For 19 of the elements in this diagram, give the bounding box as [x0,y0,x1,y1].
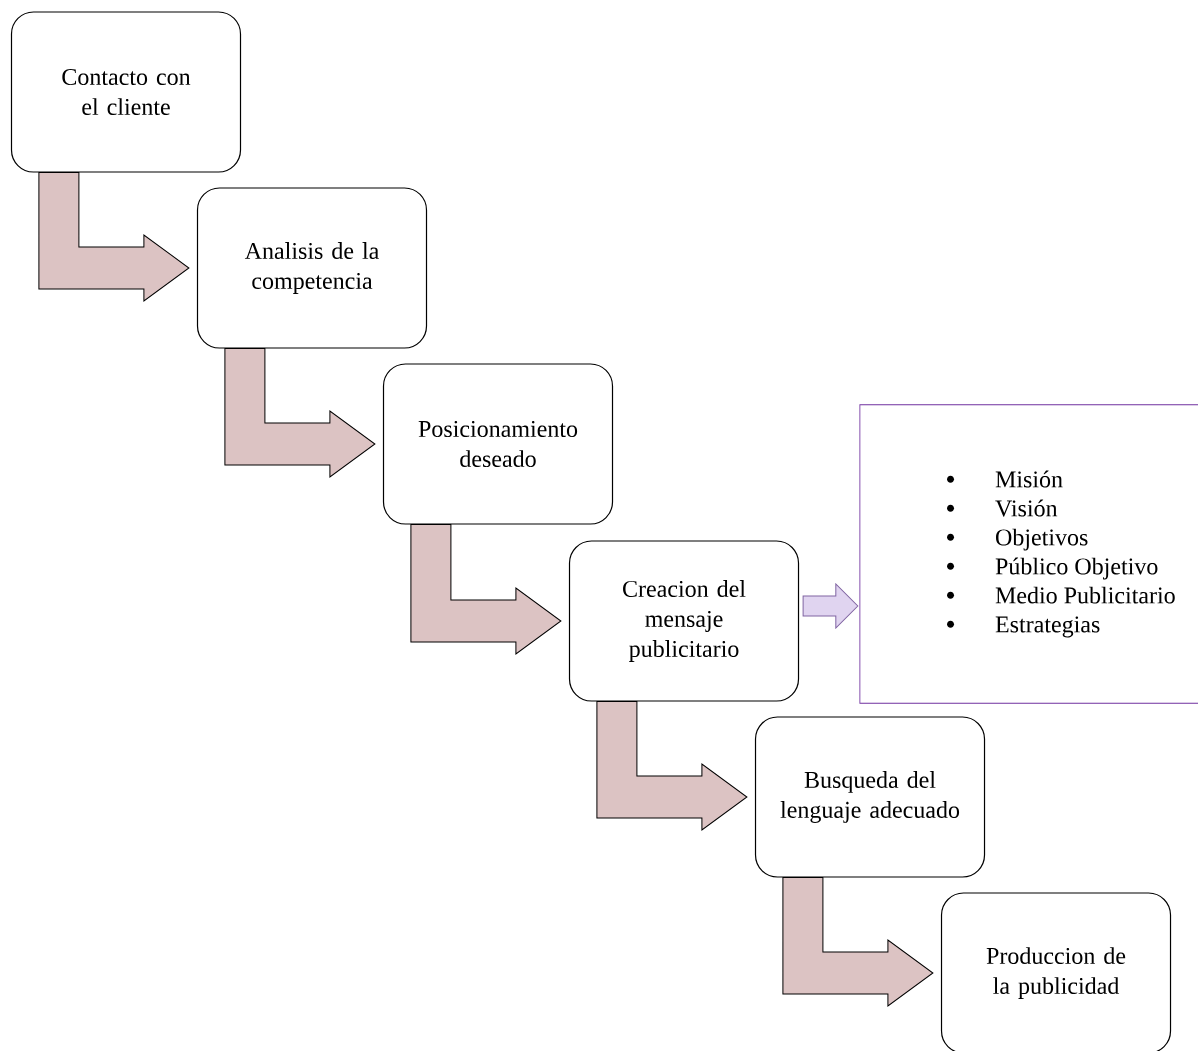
process-box: Analisis de la competencia [196,187,428,349]
node-label: Visión [995,499,1058,517]
process-box: Busqueda del lenguaje adecuado [754,716,986,878]
node-label: Estrategias [995,616,1100,638]
process-box: Posicionamiento deseado [382,363,614,525]
node-label: Objetivos [996,528,1088,551]
elbow-arrow [38,172,190,302]
process-box: Creacion del mensaje publicitario [568,540,800,702]
process-box: Produccion de la publicidad [940,892,1172,1051]
elbow-arrow [596,701,748,831]
node-label: Medio Publicitario [995,586,1175,604]
node-label: Misión [995,470,1063,488]
elbow-arrow [782,877,934,1007]
bullet-list-box: Misión Visión Objetivos Público Objetivo Medio Publicitario Estrategias [859,404,1198,704]
node-label: Público Objetivo [995,557,1158,580]
block-arrow [802,583,859,629]
elbow-arrow [410,524,562,655]
process-box: Contacto con el cliente [10,11,242,173]
elbow-arrow [224,348,376,478]
